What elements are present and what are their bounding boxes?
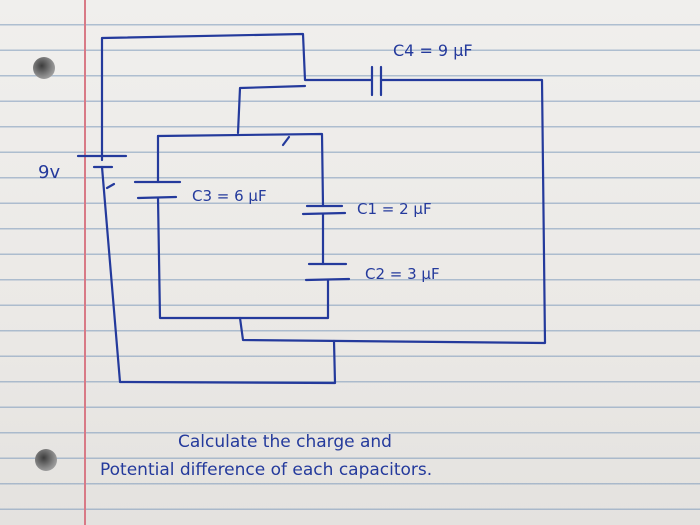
c2-label: C2 = 3 μF xyxy=(365,265,440,283)
wire-top-loop xyxy=(100,32,374,162)
question-line-1: Calculate the charge and xyxy=(178,432,392,452)
c3-plate-bottom xyxy=(136,195,178,200)
c1-plate-bottom xyxy=(301,211,347,216)
c2-plate-bottom xyxy=(304,277,351,282)
wire-inner-top xyxy=(236,84,307,135)
c3-label: C3 = 6 μF xyxy=(192,187,267,205)
mark-battery xyxy=(105,182,116,190)
wire-inner-rect xyxy=(156,132,325,208)
question-line-2: Potential difference of each capacitors. xyxy=(100,460,432,480)
mark-top xyxy=(281,135,291,147)
binder-hole-bottom xyxy=(35,449,57,471)
battery-label: 9v xyxy=(38,162,60,183)
wire-right-loop xyxy=(238,78,547,345)
wire-bottom-loop xyxy=(100,165,337,385)
c1-label: C1 = 2 μF xyxy=(357,200,432,218)
wire-inner-left-bottom xyxy=(156,196,330,320)
c4-label: C4 = 9 μF xyxy=(393,41,473,60)
binder-hole-top xyxy=(33,57,55,79)
margin-line xyxy=(84,0,86,525)
